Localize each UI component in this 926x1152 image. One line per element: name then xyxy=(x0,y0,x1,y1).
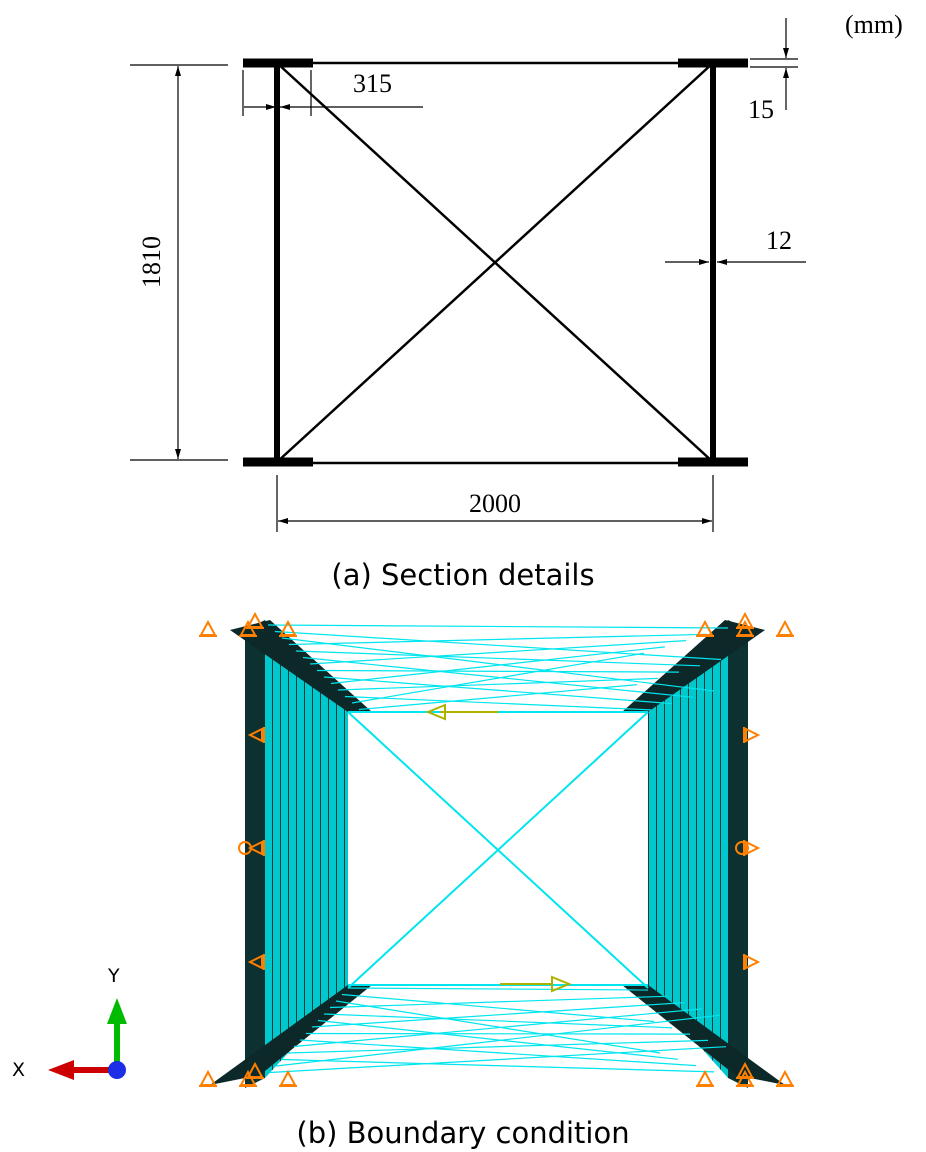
support-hinge-icon xyxy=(238,841,252,855)
mesh-line xyxy=(323,676,673,705)
mesh-line xyxy=(311,1002,685,1028)
mesh-line xyxy=(309,640,687,665)
axis-triad: Y X xyxy=(12,965,127,1081)
support-triangle-icon xyxy=(246,611,264,629)
diagonal-brace-2 xyxy=(276,62,714,463)
mesh-line xyxy=(281,637,715,692)
flange-bottom-right-fe xyxy=(622,985,785,1085)
support-triangle-icon xyxy=(736,1061,754,1079)
support-triangle-icon xyxy=(199,1069,217,1087)
bottom-chord-mesh xyxy=(269,987,727,1074)
mesh-line xyxy=(344,695,652,711)
mesh-line xyxy=(330,646,666,685)
x-axis-head xyxy=(48,1060,74,1080)
mesh-line xyxy=(274,630,722,661)
x-axis-label: X xyxy=(12,1059,25,1081)
mesh-line xyxy=(287,1039,709,1054)
flange-thickness-dimension xyxy=(750,18,798,110)
flange-width-dimension xyxy=(242,70,423,116)
caption-b: (b) Boundary condition xyxy=(296,1116,629,1150)
height-dimension xyxy=(130,64,228,461)
support-triangle-icon xyxy=(696,619,714,637)
section-drawing: (mm) 1810 2000 xyxy=(130,10,903,532)
right-web-mesh xyxy=(648,620,728,1078)
mesh-line xyxy=(316,669,680,673)
mesh-line xyxy=(299,1039,697,1067)
y-axis-head xyxy=(107,998,127,1024)
mesh-line xyxy=(323,1013,673,1029)
left-web-mesh xyxy=(265,620,348,1078)
mesh-line xyxy=(302,656,694,698)
flange-top-left-fe xyxy=(230,620,372,712)
mesh-line xyxy=(295,650,701,667)
support-side-icon xyxy=(743,727,761,743)
support-triangle-icon xyxy=(776,1069,794,1087)
load-arrow-bottom xyxy=(500,975,572,993)
mesh-line xyxy=(281,1058,715,1073)
mesh-line xyxy=(335,1000,661,1054)
support-triangle-icon xyxy=(736,611,754,629)
left-web-edge xyxy=(245,620,265,1088)
support-symbols xyxy=(199,611,794,1087)
support-triangle-icon xyxy=(776,619,794,637)
support-triangle-icon xyxy=(279,619,297,637)
support-side-icon xyxy=(743,954,761,970)
mesh-line xyxy=(267,624,729,629)
load-arrow-top xyxy=(425,703,498,721)
flange-thickness-value: 15 xyxy=(748,95,774,124)
width-dimension xyxy=(276,475,714,532)
web-thickness-value: 12 xyxy=(766,226,792,255)
units-label: (mm) xyxy=(845,10,903,39)
support-triangle-icon xyxy=(199,619,217,637)
z-axis-origin xyxy=(108,1061,126,1079)
mesh-line xyxy=(293,1008,703,1048)
mesh-line xyxy=(269,1046,727,1074)
mesh-line xyxy=(358,684,638,711)
mesh-line xyxy=(341,993,655,1023)
support-side-icon xyxy=(247,727,265,743)
support-side-icon xyxy=(247,954,265,970)
support-hinge-icon xyxy=(735,841,749,855)
fe-model xyxy=(199,611,794,1088)
mesh-line xyxy=(329,995,667,1009)
mesh-line xyxy=(337,677,659,691)
fe-diagonal-2 xyxy=(347,711,649,989)
mesh-line xyxy=(351,652,645,704)
support-side-icon xyxy=(247,840,265,856)
mesh-line xyxy=(275,1014,721,1067)
y-axis-label: Y xyxy=(107,965,120,987)
mesh-line xyxy=(305,1032,691,1035)
height-value: 1810 xyxy=(137,236,166,288)
width-value: 2000 xyxy=(469,489,521,518)
mesh-line xyxy=(288,633,708,646)
support-triangle-icon xyxy=(696,1069,714,1087)
support-triangle-icon xyxy=(246,1061,264,1079)
mesh-line xyxy=(347,987,649,991)
support-triangle-icon xyxy=(279,1069,297,1087)
flange-width-value: 315 xyxy=(353,69,392,98)
caption-a: (a) Section details xyxy=(331,558,594,592)
flange-bottom-left-fe xyxy=(210,985,372,1085)
top-chord-mesh xyxy=(267,624,729,711)
